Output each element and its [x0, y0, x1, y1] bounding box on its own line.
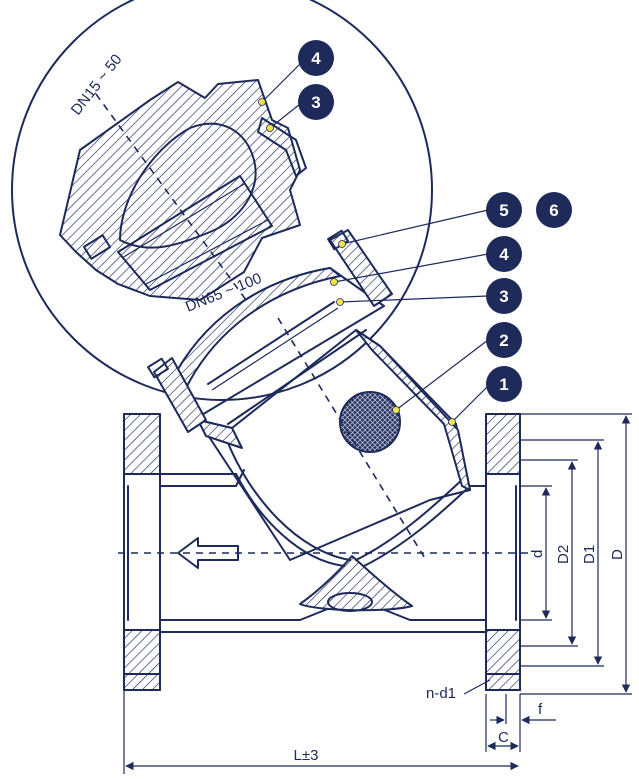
badge-1: 1	[486, 366, 522, 402]
left-bolt	[153, 357, 207, 433]
right-bolt	[329, 229, 393, 307]
dim-nd1: n-d1	[426, 685, 456, 702]
strainer-housing	[197, 329, 471, 561]
dim-D1: D1	[581, 545, 598, 564]
badge-2: 2	[486, 322, 522, 358]
detail-screen	[117, 175, 273, 291]
detail-cavity	[119, 122, 257, 249]
dim-f: f	[538, 701, 543, 718]
label-dn15-50: DN15 ~ 50	[68, 51, 126, 118]
dimensions: d D2 D1 D n-d1 f C L±3	[123, 413, 632, 774]
detail-circle	[11, 0, 433, 401]
detail-gasket	[257, 117, 307, 177]
leaders	[330, 209, 491, 426]
svg-text:6: 6	[549, 201, 558, 220]
dim-C: C	[498, 729, 509, 746]
detail-bolt	[82, 234, 112, 260]
svg-text:4: 4	[499, 245, 509, 264]
valve-body	[118, 229, 530, 691]
flow-arrow	[177, 537, 239, 569]
svg-text:3: 3	[499, 287, 508, 306]
dim-D2: D2	[555, 545, 572, 564]
screen-tube	[207, 301, 367, 425]
screen-mesh	[339, 391, 401, 453]
badge-5: 5	[486, 192, 522, 228]
badge-3-detail: 3	[298, 84, 334, 120]
svg-text:2: 2	[499, 331, 508, 350]
detail-body-section	[59, 79, 301, 301]
body-partition	[299, 555, 413, 612]
svg-text:1: 1	[499, 375, 508, 394]
badge-3: 3	[486, 278, 522, 314]
svg-text:5: 5	[499, 201, 508, 220]
badge-6: 6	[536, 192, 572, 228]
svg-text:4: 4	[311, 49, 321, 68]
dim-d: d	[529, 550, 546, 558]
badge-4-detail: 4	[298, 40, 334, 76]
badge-4: 4	[486, 236, 522, 272]
dim-L: L±3	[294, 747, 319, 764]
dim-D: D	[609, 549, 626, 560]
svg-text:3: 3	[311, 93, 320, 112]
